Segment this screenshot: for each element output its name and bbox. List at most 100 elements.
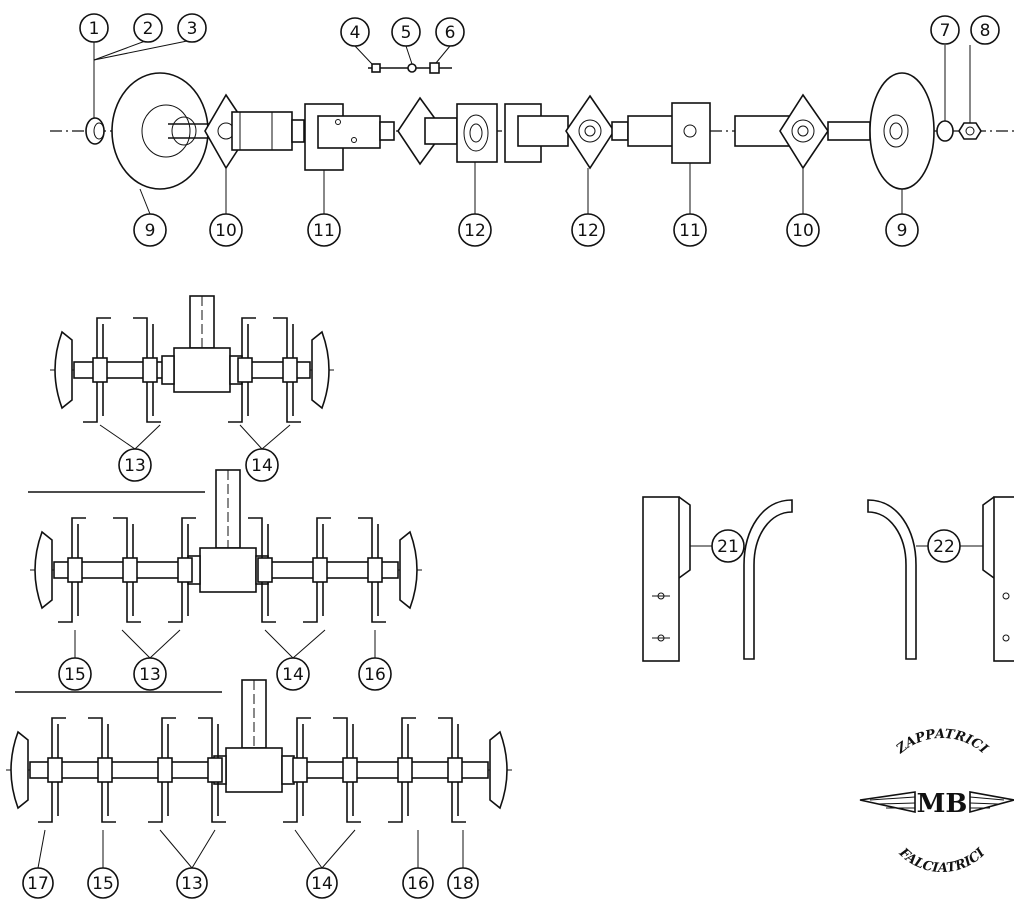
rotor-end-disc xyxy=(10,730,29,810)
rotor-flange xyxy=(342,757,358,783)
svg-text:9: 9 xyxy=(897,221,908,241)
rotor-gearbox-collar xyxy=(161,355,175,385)
blade-22-detail xyxy=(867,496,1014,662)
rotor-drive-column xyxy=(215,469,241,549)
rotor-gearbox xyxy=(225,747,283,793)
rotor-hoe-blade xyxy=(148,782,163,823)
rotor-hoe-blade xyxy=(38,782,53,823)
rotor-end-disc xyxy=(399,530,418,610)
rotor-flange xyxy=(282,357,298,383)
rotor-assembly-small xyxy=(50,295,334,450)
rotor-hoe-blade xyxy=(248,517,263,558)
svg-text:13: 13 xyxy=(124,456,146,476)
rotor-hoe-blade xyxy=(146,382,161,423)
rotor-hoe-blade xyxy=(401,717,416,758)
callout-10-left: 10 xyxy=(209,213,243,247)
rotor-hoe-blade xyxy=(438,717,453,758)
svg-text:11: 11 xyxy=(679,221,701,241)
part-left-flange xyxy=(204,93,305,170)
logo-wings xyxy=(859,791,1014,814)
rotor-leader-line xyxy=(159,829,193,869)
rotor-hoe-blade xyxy=(333,717,348,758)
rotor-hoe-blade xyxy=(228,382,243,423)
svg-text:3: 3 xyxy=(187,19,198,39)
callout-11-right: 11 xyxy=(673,213,707,247)
svg-text:15: 15 xyxy=(92,874,114,894)
callout-11-left: 11 xyxy=(307,213,341,247)
rotor-leader-line xyxy=(191,829,216,869)
svg-text:16: 16 xyxy=(364,665,386,685)
rotor-flange xyxy=(142,357,158,383)
callout-9-right: 9 xyxy=(885,213,919,247)
callout-18-row3: 18 xyxy=(447,867,479,899)
rotor-leader-line xyxy=(37,829,46,869)
rotor-hoe-blade xyxy=(161,717,176,758)
rotor-flange xyxy=(122,557,138,583)
rotor-hoe-blade xyxy=(181,517,196,558)
rotor-end-disc xyxy=(311,330,330,410)
logo-top-text: ZAPPATRICI xyxy=(893,727,991,758)
svg-text:6: 6 xyxy=(445,23,456,43)
svg-text:12: 12 xyxy=(577,221,599,241)
svg-text:14: 14 xyxy=(251,456,273,476)
part-right-disc xyxy=(869,72,935,190)
rotor-flange xyxy=(47,757,63,783)
svg-text:2: 2 xyxy=(143,19,154,39)
part-left-block xyxy=(304,103,395,171)
callout-9-left: 9 xyxy=(133,213,167,247)
callout-3: 3 xyxy=(177,13,207,43)
rotor-leader-line xyxy=(239,424,263,450)
rotor-hoe-blade xyxy=(273,317,288,358)
rotor-hoe-blade xyxy=(96,317,111,358)
callout-21: 21 xyxy=(711,529,745,563)
rotor-flange xyxy=(367,557,383,583)
part-bolt-head xyxy=(85,117,105,145)
rotor-flange xyxy=(157,757,173,783)
svg-text:9: 9 xyxy=(145,221,156,241)
rotor-hoe-blade xyxy=(211,782,226,823)
rotor-hoe-blade xyxy=(346,782,361,823)
svg-text:13: 13 xyxy=(139,665,161,685)
rotor-gearbox xyxy=(173,347,231,393)
callout-13-row1: 13 xyxy=(118,448,152,482)
rotor-hoe-blade xyxy=(83,382,98,423)
rotor-leader-line xyxy=(294,829,323,869)
svg-text:7: 7 xyxy=(940,21,951,41)
callout-16-row2: 16 xyxy=(358,657,392,691)
callout-15-row3: 15 xyxy=(87,867,119,899)
svg-text:12: 12 xyxy=(464,221,486,241)
rotor-end-disc xyxy=(34,530,53,610)
callout-17-row3: 17 xyxy=(22,867,54,899)
blade-21-detail xyxy=(642,496,793,662)
rotor-assembly-large xyxy=(6,679,512,869)
leader-lines-top xyxy=(93,39,971,215)
rotor-hoe-blade xyxy=(71,517,86,558)
part-right-flange xyxy=(734,93,871,170)
rotor-hoe-blade xyxy=(358,517,373,558)
rotor-hoe-blade xyxy=(451,782,466,823)
rotor-hoe-blade xyxy=(198,717,213,758)
callout-10-right: 10 xyxy=(786,213,820,247)
rotor-leader-line xyxy=(292,629,326,659)
rotor-hoe-blade xyxy=(388,782,403,823)
rotor-end-disc xyxy=(489,730,508,810)
svg-text:8: 8 xyxy=(980,21,991,41)
rotor-flange xyxy=(447,757,463,783)
part-small-bolt-set xyxy=(368,62,452,74)
rotor-flange xyxy=(292,757,308,783)
callout-13-row2: 13 xyxy=(133,657,167,691)
rotor-end-disc xyxy=(54,330,73,410)
rotor-hoe-blade xyxy=(58,582,73,623)
callout-14-row1: 14 xyxy=(245,448,279,482)
callout-13-row3: 13 xyxy=(176,867,208,899)
svg-text:10: 10 xyxy=(215,221,237,241)
logo-bottom-text: FALCIATRICI xyxy=(895,845,989,876)
part-right-block xyxy=(627,102,711,164)
svg-text:5: 5 xyxy=(401,23,412,43)
svg-text:16: 16 xyxy=(407,874,429,894)
rotor-flange xyxy=(397,757,413,783)
rotor-hoe-blade xyxy=(303,582,318,623)
svg-text:13: 13 xyxy=(181,874,203,894)
part-nut xyxy=(958,122,982,140)
rotor-hoe-blade xyxy=(261,582,276,623)
